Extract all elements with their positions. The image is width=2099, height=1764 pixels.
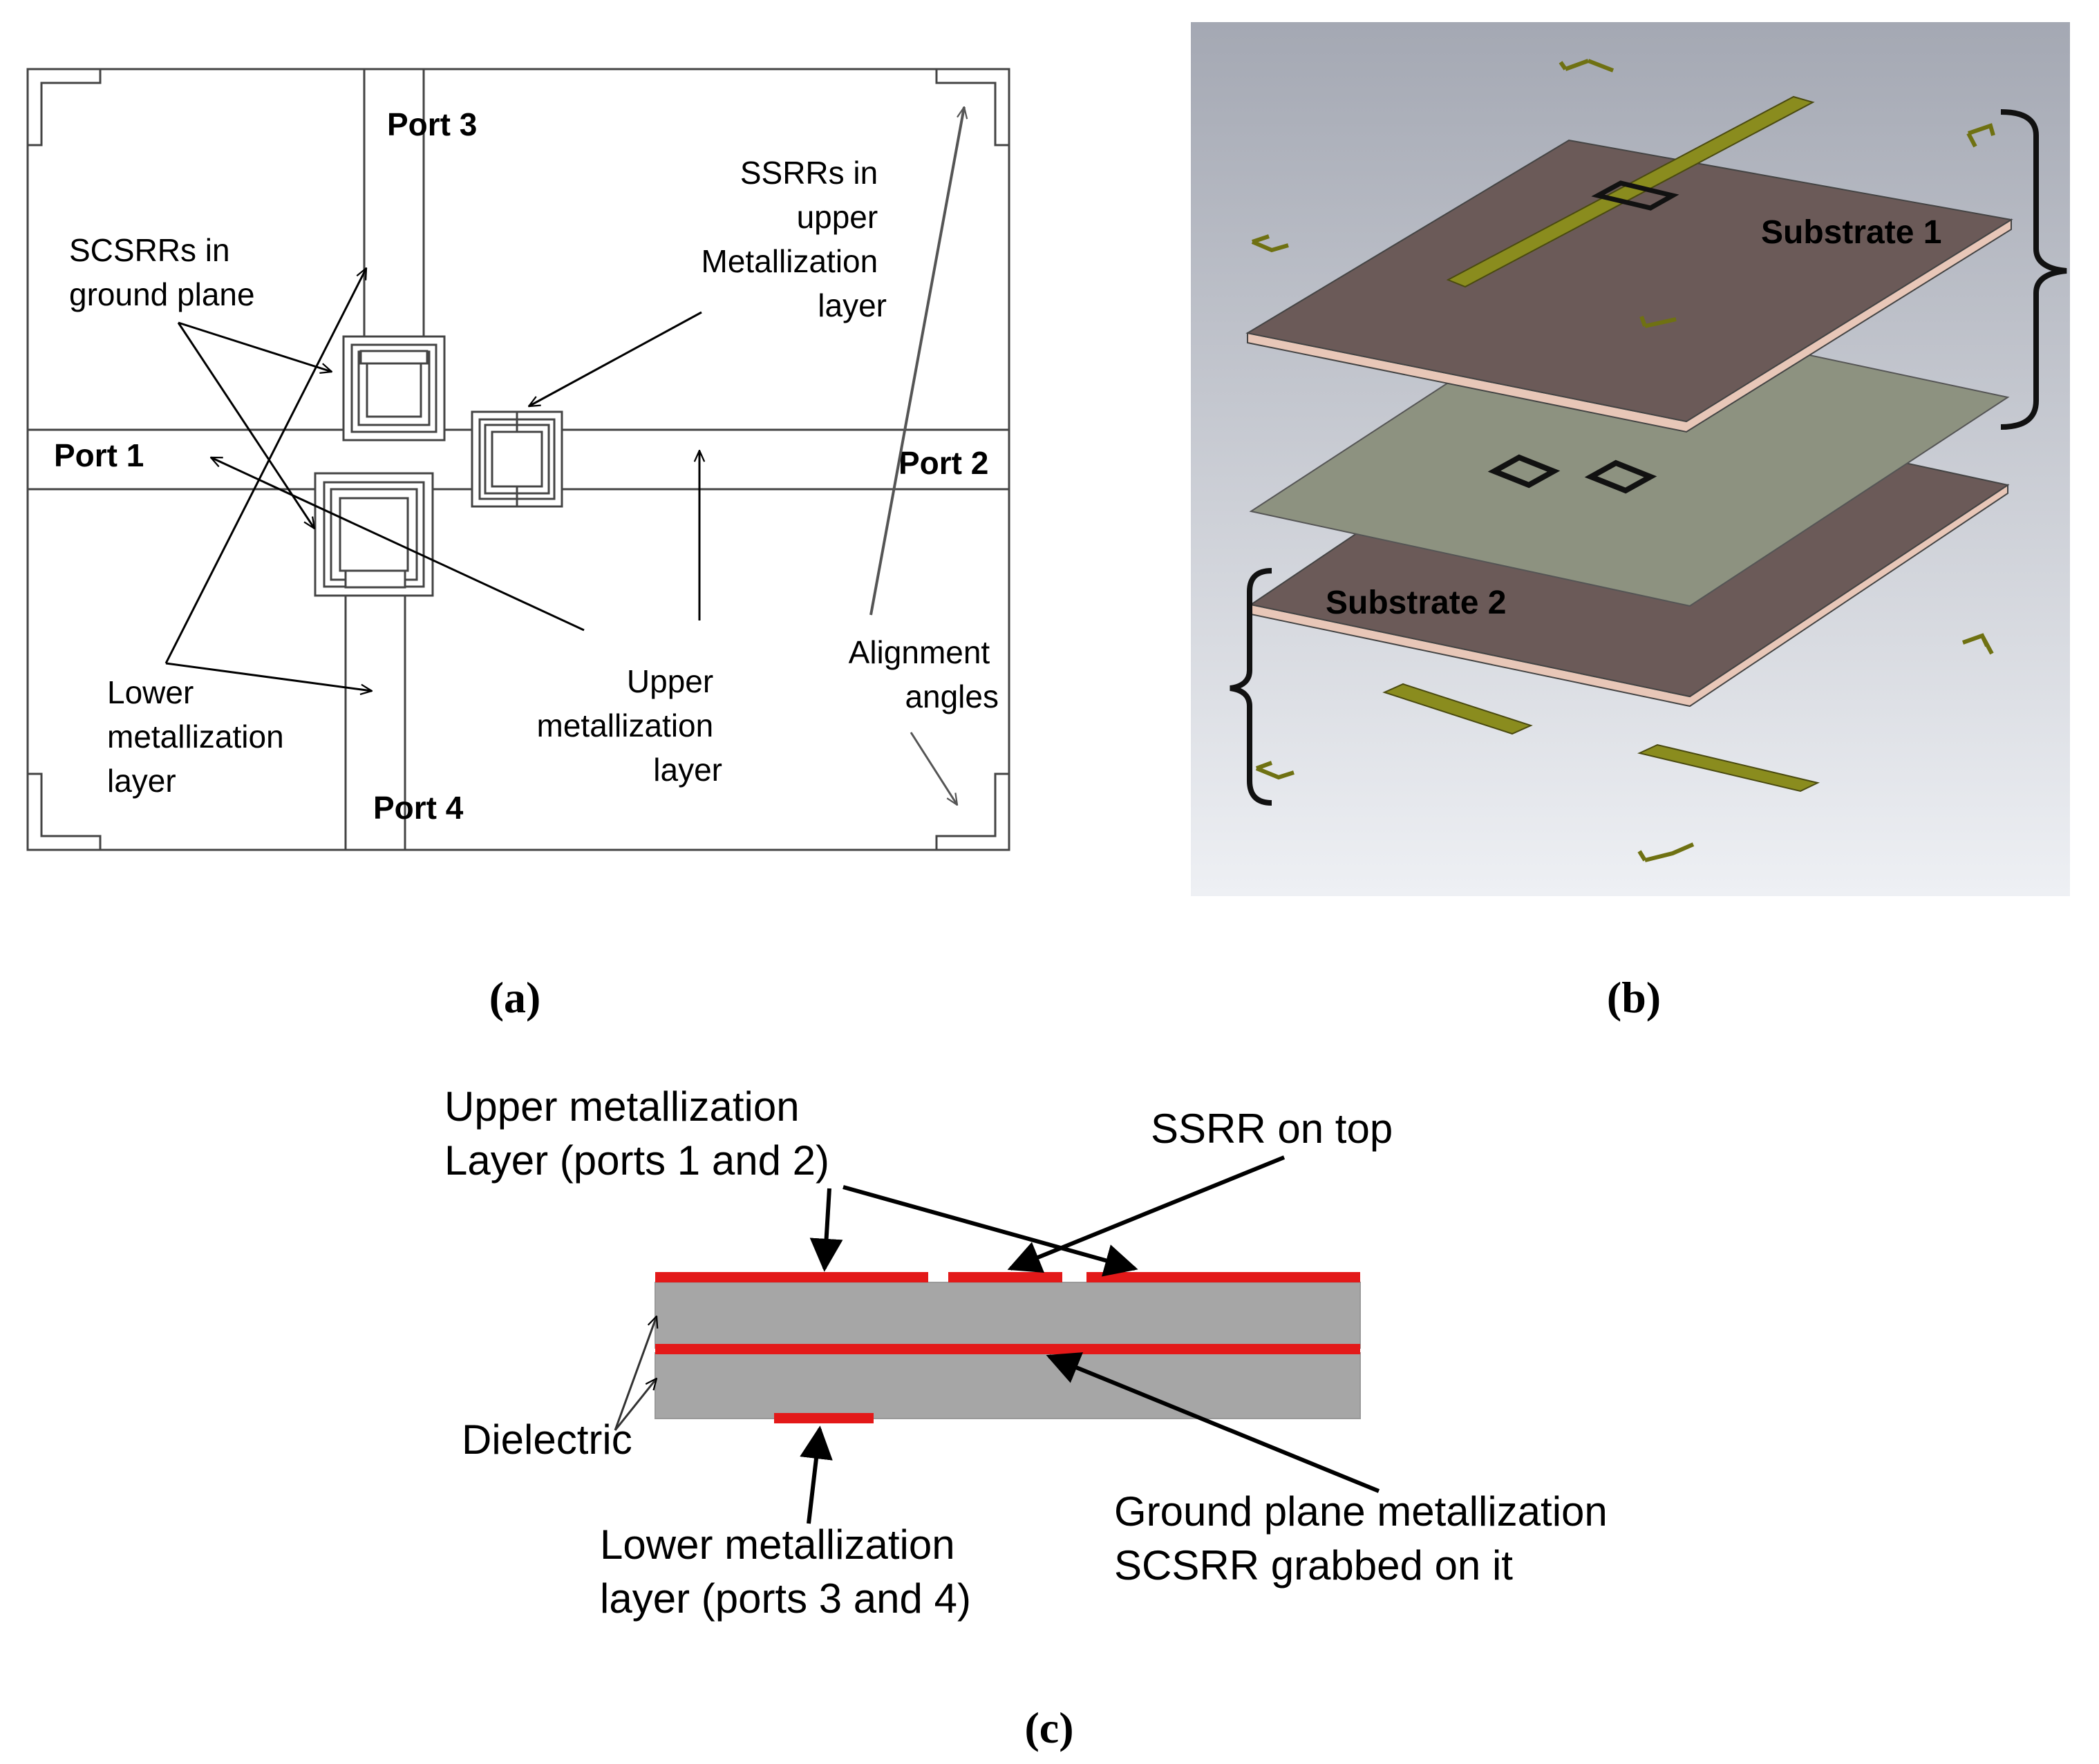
brace-substrate1	[2000, 109, 2067, 430]
annotation-arrows-a	[164, 268, 957, 805]
alignment-angle-top-right	[935, 68, 1010, 146]
scsrr-upper	[342, 335, 446, 442]
ssrr-on-top-label: SSRR on top	[1151, 1106, 1393, 1152]
panel-a: Port 3 Port 1 Port 2 Port 4 SCSRRs in gr…	[26, 68, 1010, 1022]
dielectric-upper	[655, 1282, 1361, 1349]
alignment-angle-bottom-right	[935, 772, 1010, 851]
upper-metal-left	[655, 1272, 928, 1282]
strip-lower-left	[1382, 683, 1533, 735]
alignment-angle-bottom-left	[26, 772, 102, 851]
port1-label: Port 1	[54, 437, 144, 473]
ground-plane-label: Ground plane metallization SCSRR grabbed…	[1114, 1488, 1619, 1588]
alignment-marks-b	[1251, 59, 1995, 862]
upper-metallization-c-label: Upper metallization Layer (ports 1 and 2…	[444, 1083, 829, 1184]
alignment-arrow-long	[869, 107, 964, 616]
alignment-angle-top-left	[26, 68, 102, 146]
panel-c: Upper metallization Layer (ports 1 and 2…	[444, 1083, 1619, 1752]
caption-c: (c)	[1024, 1703, 1073, 1752]
scsrr-lower	[314, 472, 434, 597]
upper-metallization-label: Upper metallization layer	[537, 663, 722, 788]
port2-label: Port 2	[898, 445, 988, 481]
ssrrs-label: SSRRs in upper Metallization layer	[702, 155, 887, 323]
dielectric-arrows	[614, 1316, 657, 1431]
port3-label: Port 3	[387, 106, 477, 142]
brace-substrate2	[1230, 568, 1272, 806]
strip-upper	[1446, 95, 1815, 288]
substrate1-top	[1245, 139, 2013, 423]
substrate2-label: Substrate 2	[1326, 585, 1506, 621]
annotation-arrows-c	[800, 1155, 1380, 1524]
ground-plane-metal	[655, 1344, 1360, 1354]
upper-metal-right	[1086, 1272, 1360, 1282]
ssrr-top	[1591, 180, 1679, 211]
caption-b: (b)	[1607, 973, 1661, 1022]
port4-label: Port 4	[373, 790, 464, 826]
ssrr-metal	[948, 1272, 1062, 1282]
dielectric-label: Dielectric	[462, 1416, 632, 1463]
scsrr-cutouts	[1487, 454, 1657, 494]
lower-metallization-c-label: Lower metallization layer (ports 3 and 4…	[600, 1521, 971, 1622]
ssrr-center	[471, 410, 563, 508]
substrate1-label: Substrate 1	[1761, 214, 1941, 251]
panel-b: Substrate 1 Substrate 2 (b)	[1191, 22, 2070, 1022]
lower-metallization-label: Lower metallization layer	[107, 674, 292, 799]
dielectric-lower	[655, 1352, 1361, 1419]
scsrrs-label: SCSRRs in ground plane	[69, 232, 255, 312]
caption-a: (a)	[489, 973, 541, 1022]
strip-lower-right	[1637, 743, 1820, 793]
alignment-angles-label: Alignment angles	[849, 634, 999, 714]
lower-metal	[774, 1413, 874, 1423]
